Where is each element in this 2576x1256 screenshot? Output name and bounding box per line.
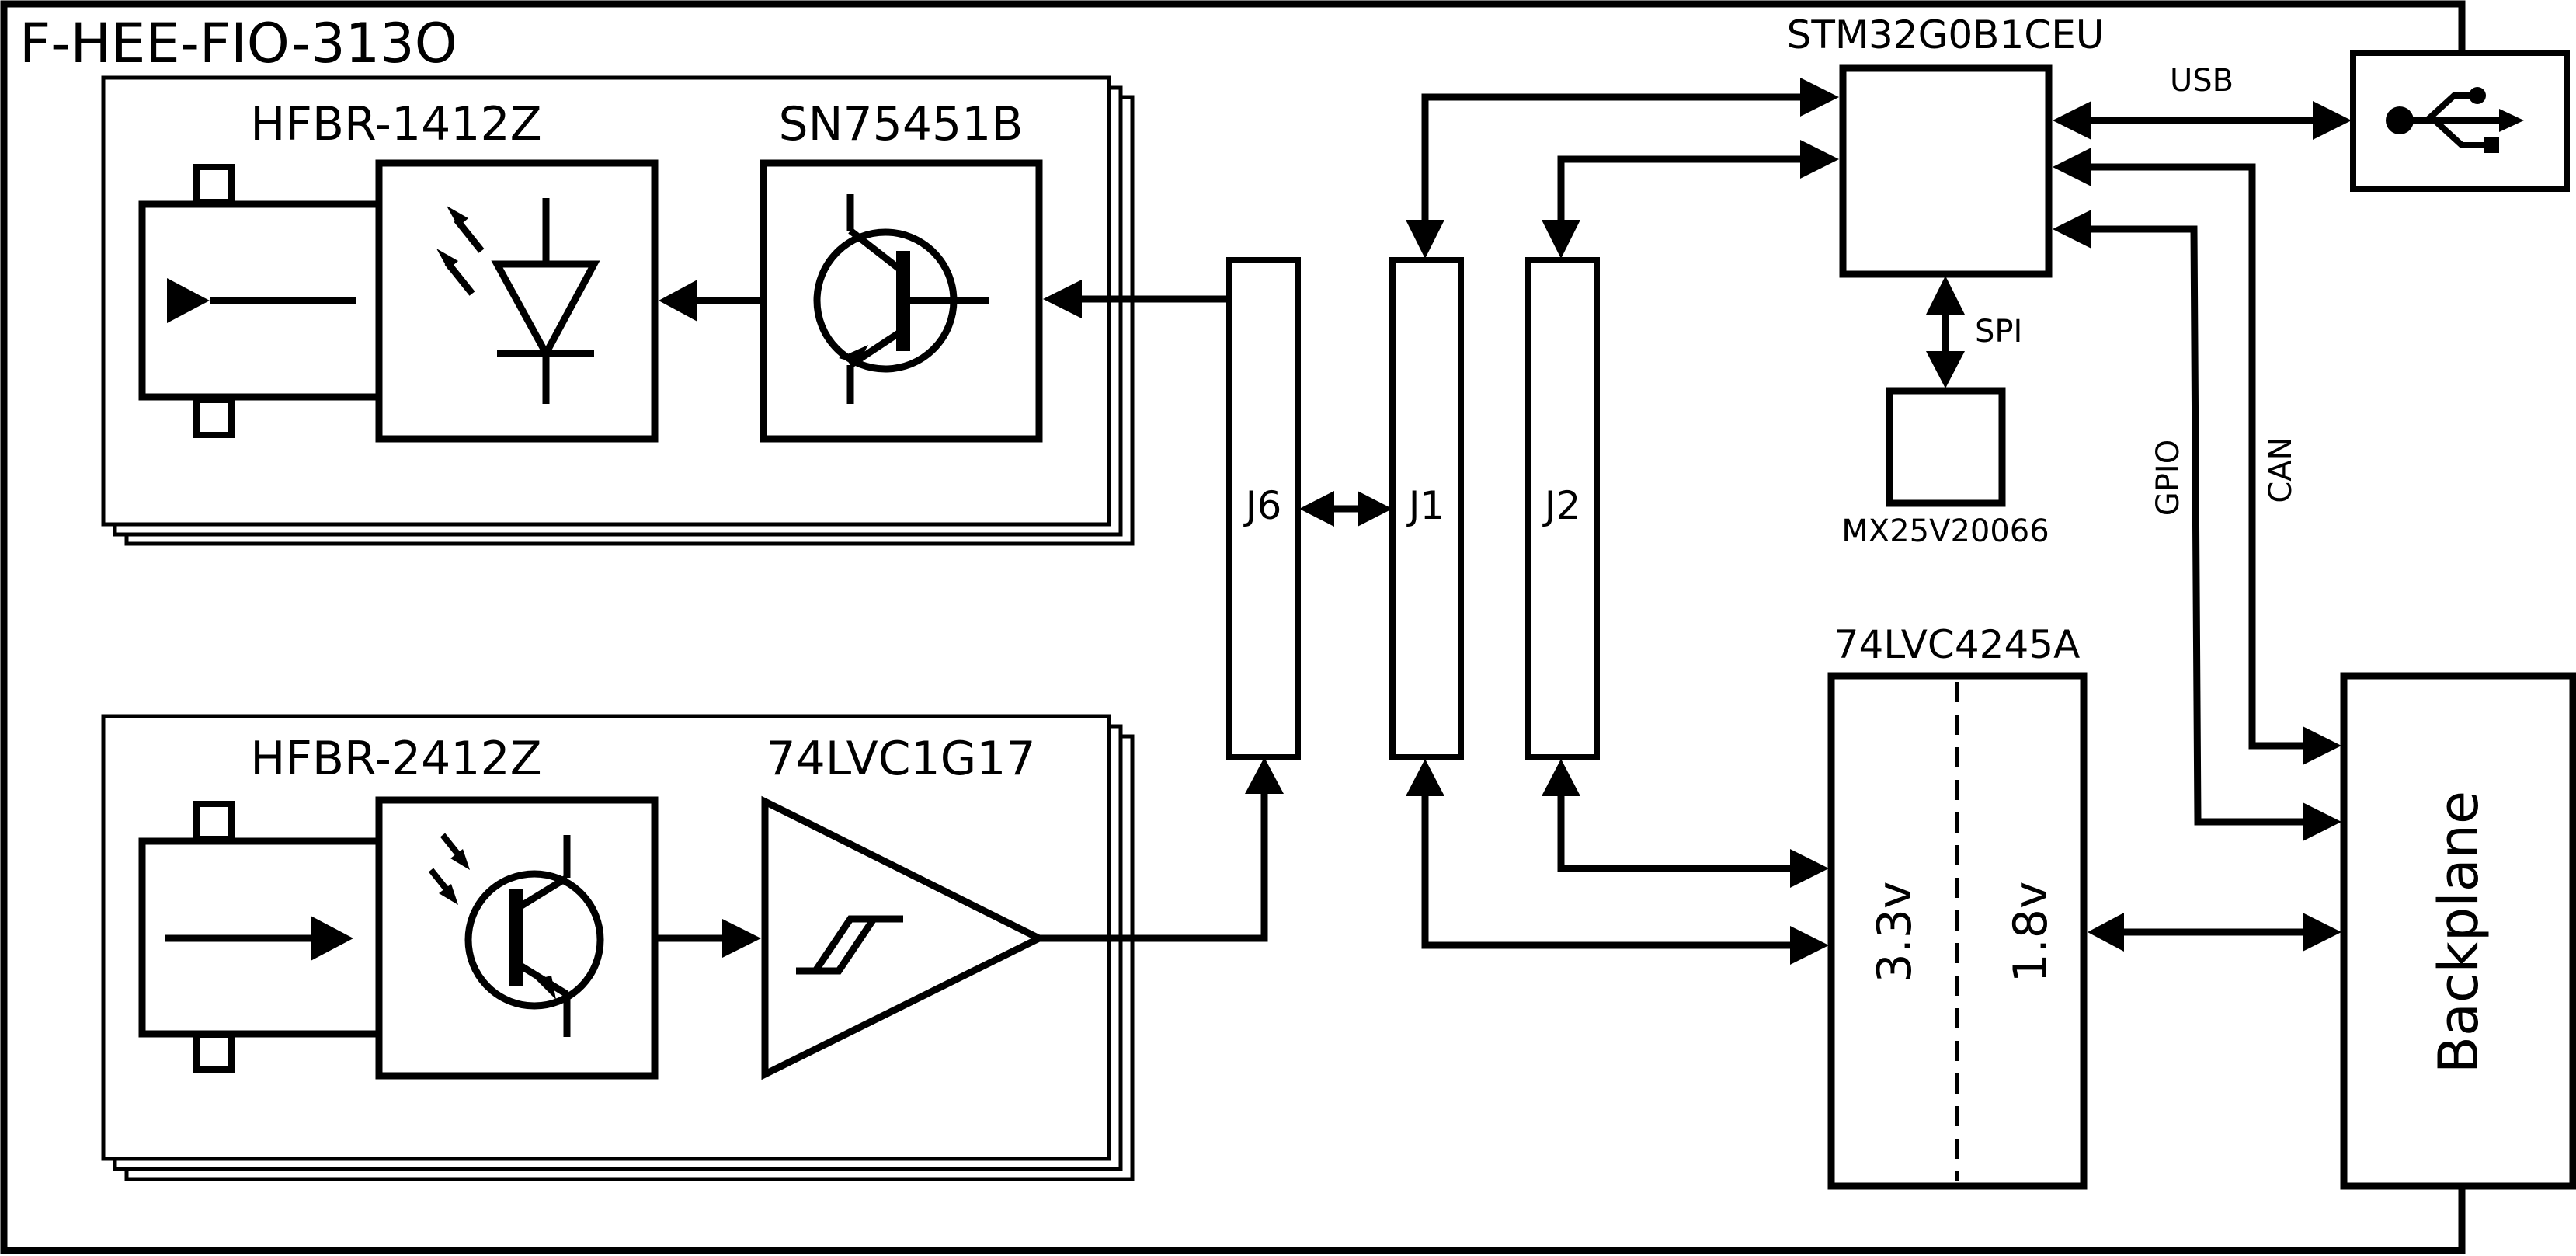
- optical-connector-icon: [138, 801, 383, 1073]
- level-translator-block: 74LVC4245A 3.3v 1.8v: [1827, 622, 2088, 1190]
- schmitt-trigger-icon: [761, 795, 1048, 1080]
- flash-part-label: MX25V20066: [1841, 513, 2049, 549]
- connector-j2: J2: [1525, 257, 1600, 760]
- mcu-part-label: STM32G0B1CEU: [1787, 12, 2105, 57]
- usb-icon: [2386, 87, 2524, 153]
- rx-channel: HFBR-2412Z 74LVC1G17: [101, 714, 1135, 1181]
- translator-part-label: 74LVC4245A: [1834, 622, 2081, 667]
- spi-bus-label: SPI: [1975, 314, 2022, 350]
- backplane-label: Backplane: [2427, 791, 2491, 1073]
- svg-text:J2: J2: [1542, 483, 1581, 528]
- phototransistor-icon: [375, 796, 659, 1080]
- tx-driver-part-label: SN75451B: [779, 97, 1024, 151]
- translator-side-a-label: 3.3v: [1868, 882, 1922, 983]
- board-outline: [0, 0, 2466, 1254]
- tx-optical-part-label: HFBR-1412Z: [250, 97, 542, 151]
- backplane-block: Backplane: [2340, 672, 2576, 1190]
- rx-optical-part-label: HFBR-2412Z: [250, 732, 542, 786]
- led-icon: [375, 159, 659, 443]
- translator-side-b-label: 1.8v: [2004, 882, 2058, 983]
- optical-connector-icon: [138, 164, 383, 438]
- connector-j1: J1: [1389, 257, 1464, 760]
- can-bus-label: CAN: [2263, 437, 2299, 503]
- connector-j6: J6: [1226, 257, 1301, 760]
- gpio-bus-label: GPIO: [2150, 440, 2186, 516]
- board-title: F-HEE-FIO-313O: [19, 12, 457, 75]
- mcu-block: STM32G0B1CEU: [1787, 12, 2105, 278]
- rx-buffer-part-label: 74LVC1G17: [766, 732, 1035, 786]
- transistor-icon: [760, 159, 1043, 443]
- tx-channel: HFBR-1412Z SN75451B: [101, 75, 1135, 546]
- usb-bus-label: USB: [2170, 63, 2234, 99]
- flash-block: MX25V20066: [1841, 387, 2049, 549]
- svg-text:J1: J1: [1406, 483, 1445, 528]
- usb-port: [2350, 50, 2570, 192]
- svg-text:J6: J6: [1243, 483, 1282, 528]
